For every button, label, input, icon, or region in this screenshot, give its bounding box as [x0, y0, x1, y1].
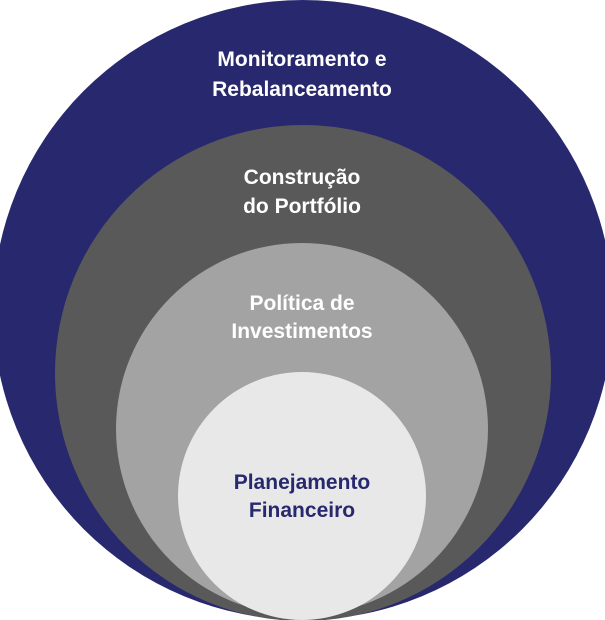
label-construcao-line-2: do Portfólio [243, 195, 361, 218]
label-construcao-line-1: Construção [244, 166, 361, 189]
label-monitoramento-line-2: Rebalanceamento [212, 78, 392, 101]
label-planejamento-line-1: Planejamento [234, 471, 371, 494]
label-politica-line-1: Política de [249, 292, 354, 315]
layer-planejamento: Planejamento Financeiro [178, 372, 426, 620]
label-planejamento-line-2: Financeiro [249, 499, 355, 522]
label-monitoramento-line-1: Monitoramento e [217, 48, 386, 71]
label-politica-line-2: Investimentos [231, 320, 372, 343]
circle-planejamento [178, 372, 426, 620]
